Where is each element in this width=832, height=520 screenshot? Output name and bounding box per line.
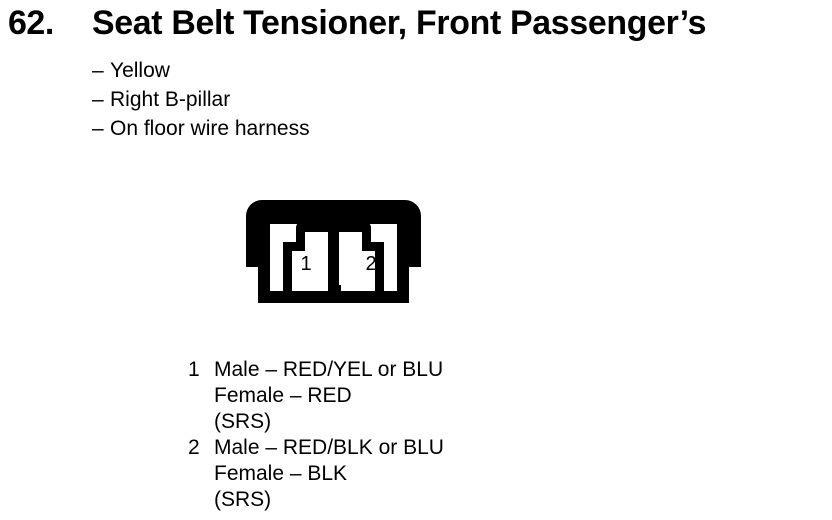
connector-cavity-1 (283, 221, 337, 300)
terminal-row: (SRS) (188, 487, 608, 513)
attribute-harness: On floor wire harness (110, 117, 310, 140)
terminal-row: Female – BLK (188, 461, 608, 487)
terminal-female-wire-color: Female – BLK (214, 462, 348, 485)
cavity-label-1: 1 (300, 253, 311, 275)
terminal-male-wire-color: Male – RED/YEL or BLU (214, 358, 444, 381)
list-item: – On floor wire harness (92, 114, 592, 143)
page-title: Seat Belt Tensioner, Front Passenger’s (92, 4, 707, 42)
attribute-location: Right B-pillar (110, 88, 231, 111)
terminal-system-tag: (SRS) (214, 410, 272, 433)
terminal-group-pin-1: 1 Male – RED/YEL or BLU Female – RED (SR… (188, 357, 608, 435)
connector-housing-body (258, 212, 409, 303)
connector-bottom-key-tab (328, 285, 341, 297)
connector-diagram: 1 2 (230, 190, 450, 315)
terminal-male-wire-color: Male – RED/BLK or BLU (214, 436, 444, 459)
dash-bullet-icon: – (92, 117, 104, 140)
connector-attribute-list: – Yellow – Right B-pillar – On floor wir… (92, 56, 592, 143)
connector-center-divider (330, 221, 339, 293)
cavity-label-2: 2 (365, 253, 376, 275)
page-heading: 62. Seat Belt Tensioner, Front Passenger… (0, 0, 832, 48)
terminal-female-wire-color: Female – RED (214, 384, 352, 407)
terminal-row: 1 Male – RED/YEL or BLU (188, 357, 608, 383)
list-item: – Yellow (92, 56, 592, 85)
dash-bullet-icon: – (92, 59, 104, 82)
terminal-row: 2 Male – RED/BLK or BLU (188, 435, 608, 461)
terminal-system-tag: (SRS) (214, 488, 272, 511)
dash-bullet-icon: – (92, 88, 104, 111)
terminal-wire-color-list: 1 Male – RED/YEL or BLU Female – RED (SR… (188, 357, 608, 513)
connector-cavity-2 (330, 221, 384, 300)
list-item: – Right B-pillar (92, 85, 592, 114)
terminal-pin-number: 2 (188, 436, 200, 459)
terminal-group-pin-2: 2 Male – RED/BLK or BLU Female – BLK (SR… (188, 435, 608, 513)
terminal-row: Female – RED (188, 383, 608, 409)
heading-item-number: 62. (8, 4, 54, 42)
terminal-row: (SRS) (188, 409, 608, 435)
attribute-color: Yellow (110, 59, 170, 82)
connector-outline-svg: 1 2 (246, 200, 421, 303)
terminal-pin-number: 1 (188, 358, 200, 381)
connector-polarizing-notch (322, 221, 347, 230)
